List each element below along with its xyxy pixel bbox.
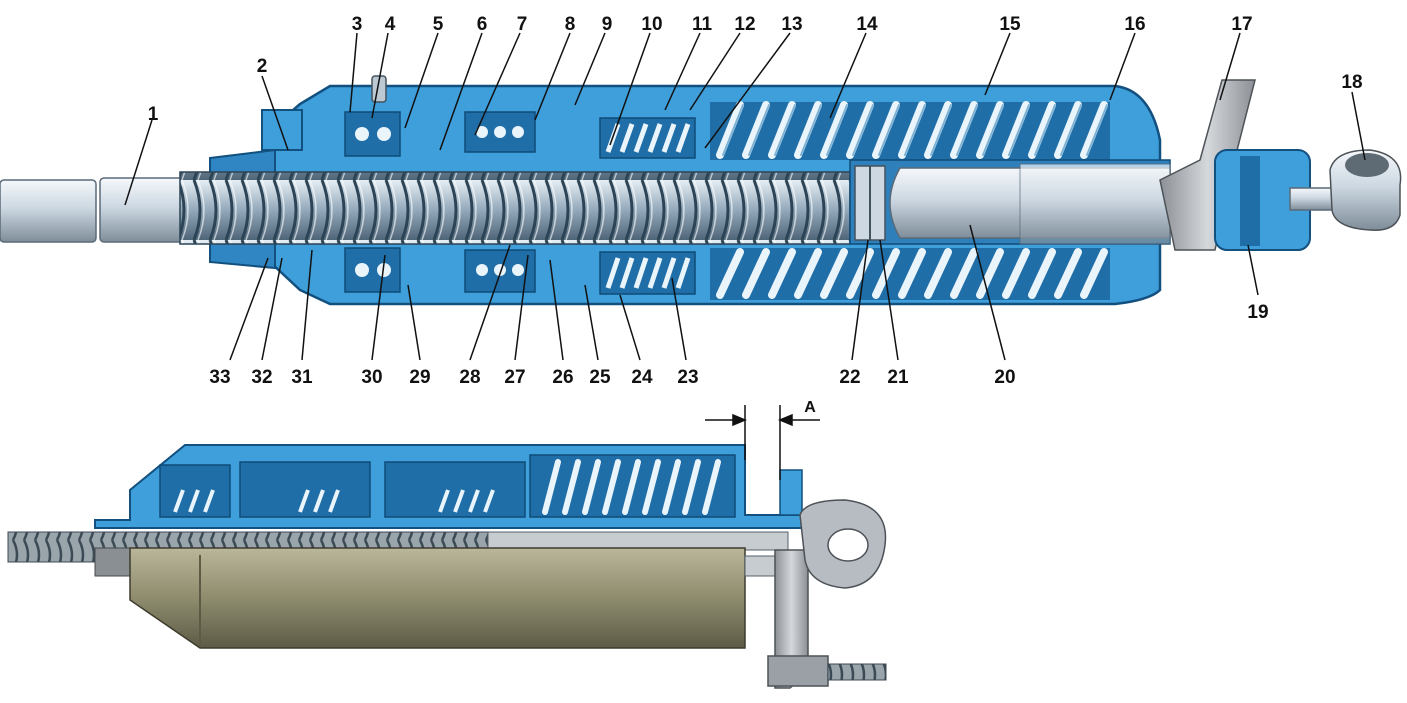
callout-18: 18 [1341, 72, 1362, 93]
bearing-ball [377, 263, 391, 277]
pipe-left-segment [0, 179, 97, 243]
callout-22: 22 [839, 367, 860, 388]
bearing-ball [355, 127, 369, 141]
eye-hole [1345, 153, 1389, 177]
callout-26: 26 [552, 367, 573, 388]
callout-16: 16 [1124, 14, 1145, 35]
mounting-bracket [1159, 79, 1256, 251]
dimension-a [705, 405, 820, 480]
callout-17: 17 [1231, 14, 1252, 35]
bottom-cavity-2 [239, 461, 371, 518]
callout-4: 4 [385, 14, 396, 35]
callout-21: 21 [887, 367, 909, 388]
callout-labels: 1 2 3 4 5 6 7 8 9 10 11 12 13 14 15 16 1… [148, 14, 1363, 388]
motor-cylinder [129, 547, 746, 649]
front-bearing-bottom [344, 247, 401, 293]
callout-33: 33 [209, 367, 230, 388]
callout-19: 19 [1247, 302, 1268, 323]
callout-29: 29 [409, 367, 430, 388]
bearing-ball [377, 127, 391, 141]
bearing-ball [494, 126, 506, 138]
lead-screw [179, 171, 851, 245]
callout-12: 12 [734, 14, 755, 35]
leader-lines-top [124, 32, 1366, 361]
rod-reflection [1019, 163, 1171, 245]
callout-28: 28 [459, 367, 480, 388]
callout-8: 8 [565, 14, 576, 35]
cylinder-end-cap [94, 547, 131, 577]
callout-14: 14 [856, 14, 878, 35]
callout-3: 3 [352, 14, 363, 35]
callout-23: 23 [677, 367, 698, 388]
callout-7: 7 [517, 14, 528, 35]
bottom-cavity-1 [159, 464, 231, 518]
callout-32: 32 [251, 367, 272, 388]
callout-11: 11 [692, 14, 713, 35]
callout-24: 24 [631, 367, 653, 388]
bottom-assembly: A [7, 399, 887, 689]
main-spring-top [716, 101, 1108, 159]
end-plate [779, 469, 803, 516]
callout-15: 15 [999, 14, 1021, 35]
cylinder-shaft [744, 555, 776, 577]
callout-30: 30 [361, 367, 382, 388]
callout-20: 20 [994, 367, 1015, 388]
front-collar [261, 109, 303, 151]
callout-9: 9 [602, 14, 613, 35]
bearing-ball [355, 263, 369, 277]
bottom-small-springs [173, 489, 495, 513]
bottom-eye-hole [827, 528, 869, 562]
dimension-label-a: A [804, 399, 816, 416]
bottom-main-spring [542, 459, 721, 515]
callout-6: 6 [477, 14, 488, 35]
callout-1: 1 [148, 104, 159, 125]
bearing-ball [512, 126, 524, 138]
callout-2: 2 [257, 56, 268, 77]
bearing-ball [512, 264, 524, 276]
front-bearing-top [344, 111, 401, 157]
bracket-bolt [827, 663, 887, 681]
bracket-foot [767, 655, 829, 687]
top-assembly [0, 32, 1402, 361]
callout-27: 27 [504, 367, 525, 388]
callout-25: 25 [589, 367, 611, 388]
callout-31: 31 [291, 367, 313, 388]
inner-spring-bottom [605, 257, 691, 289]
bearing-ball [476, 264, 488, 276]
end-seal [1240, 156, 1260, 246]
bearing-ball [476, 126, 488, 138]
callout-10: 10 [641, 14, 662, 35]
callout-5: 5 [433, 14, 444, 35]
callout-13: 13 [781, 14, 802, 35]
main-spring-bottom [716, 248, 1108, 299]
